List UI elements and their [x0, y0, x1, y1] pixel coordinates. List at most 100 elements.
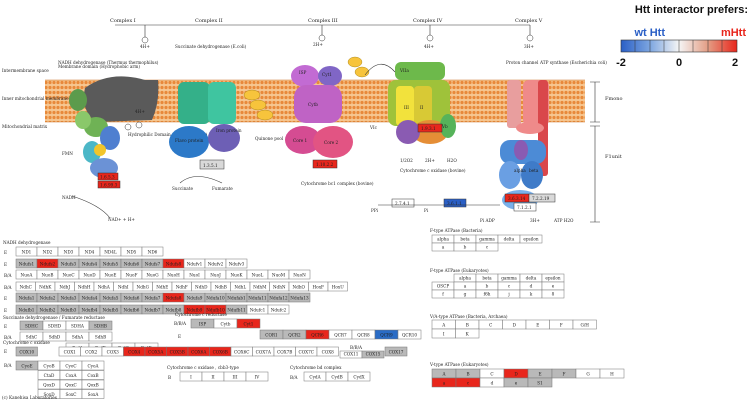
- gene-cell[interactable]: Ndufa5: [99, 292, 122, 303]
- gene-cell[interactable]: Ndufs8: [162, 258, 185, 269]
- gene-cell[interactable]: CyoB: [37, 360, 61, 371]
- gene-cell[interactable]: NdhK: [35, 281, 56, 292]
- gene-cell[interactable]: c: [475, 242, 499, 252]
- gene-cell[interactable]: Ndufc2: [267, 304, 290, 315]
- gene-cell[interactable]: CydB: [325, 371, 349, 382]
- gene-cell[interactable]: NdhC: [15, 281, 36, 292]
- gene-cell[interactable]: beta: [453, 234, 477, 244]
- gene-cell[interactable]: alpha: [431, 234, 455, 244]
- gene-cell[interactable]: Ndufb1: [15, 304, 38, 315]
- gene-cell[interactable]: Ndufa8: [162, 292, 185, 303]
- gene-cell[interactable]: c: [455, 377, 481, 388]
- gene-cell[interactable]: COX7A: [252, 346, 275, 357]
- gene-cell[interactable]: SDHC: [19, 320, 44, 331]
- gene-cell[interactable]: Ndufv3: [225, 258, 248, 269]
- gene-cell[interactable]: ND4L: [99, 246, 122, 257]
- gene-cell[interactable]: NdhF: [171, 281, 192, 292]
- gene-cell[interactable]: SdhB: [88, 331, 113, 342]
- gene-cell[interactable]: beta: [475, 273, 499, 283]
- gene-cell[interactable]: CoxB: [81, 370, 105, 380]
- gene-cell[interactable]: Ndufb4: [78, 304, 101, 315]
- gene-cell[interactable]: QoxD: [37, 379, 61, 390]
- gene-cell[interactable]: e: [503, 377, 529, 388]
- gene-cell[interactable]: COX7C: [295, 346, 318, 357]
- gene-cell[interactable]: Ndufb6: [120, 304, 143, 315]
- gene-cell[interactable]: NuoC: [57, 269, 80, 280]
- gene-cell[interactable]: Ndufb5: [99, 304, 122, 315]
- gene-cell[interactable]: gamma: [497, 273, 521, 283]
- gene-cell[interactable]: Ndufa10: [204, 292, 227, 303]
- gene-cell[interactable]: NdhJ: [54, 281, 75, 292]
- gene-cell[interactable]: alpha: [453, 273, 477, 283]
- gene-cell[interactable]: Ndufs6: [120, 258, 143, 269]
- gene-cell[interactable]: f6h: [475, 289, 499, 299]
- gene-cell[interactable]: NdhO: [288, 281, 309, 292]
- gene-cell[interactable]: F: [551, 368, 577, 379]
- gene-cell[interactable]: Ndufa3: [57, 292, 80, 303]
- gene-cell[interactable]: COX5B: [166, 346, 189, 357]
- gene-cell[interactable]: D: [502, 319, 527, 330]
- gene-cell[interactable]: SDHA: [65, 320, 90, 331]
- gene-cell[interactable]: 8: [541, 289, 565, 299]
- gene-cell[interactable]: OSCP: [431, 281, 455, 291]
- gene-cell[interactable]: a: [431, 242, 455, 252]
- gene-cell[interactable]: COX2: [80, 346, 103, 357]
- gene-cell[interactable]: NuoL: [246, 269, 269, 280]
- gene-cell[interactable]: NuoG: [141, 269, 164, 280]
- gene-cell[interactable]: D: [503, 368, 529, 379]
- gene-cell[interactable]: QCR2: [282, 329, 307, 340]
- gene-cell[interactable]: ND3: [57, 246, 80, 257]
- gene-cell[interactable]: Ndufs3: [57, 258, 80, 269]
- gene-cell[interactable]: COX15: [361, 350, 385, 359]
- gene-cell[interactable]: Ndufb11: [225, 304, 248, 315]
- gene-cell[interactable]: NdhD: [191, 281, 212, 292]
- gene-cell[interactable]: CtaD: [37, 370, 61, 380]
- gene-cell[interactable]: NuoF: [120, 269, 143, 280]
- gene-cell[interactable]: IV: [245, 371, 269, 382]
- gene-cell[interactable]: COX6C: [230, 346, 253, 357]
- gene-cell[interactable]: E: [525, 319, 550, 330]
- gene-cell[interactable]: ND5: [120, 246, 143, 257]
- gene-cell[interactable]: COX3: [101, 346, 124, 357]
- gene-cell[interactable]: Ndufa12: [267, 292, 290, 303]
- gene-cell[interactable]: Ndufc1: [246, 304, 269, 315]
- gene-cell[interactable]: NdhB: [210, 281, 231, 292]
- gene-cell[interactable]: SoxA: [81, 389, 105, 399]
- gene-cell[interactable]: Ndufs2: [36, 258, 59, 269]
- gene-cell[interactable]: g: [453, 289, 477, 299]
- gene-cell[interactable]: SdhA: [65, 331, 90, 342]
- gene-cell[interactable]: Ndufa7: [141, 292, 164, 303]
- gene-cell[interactable]: Ndufv2: [204, 258, 227, 269]
- gene-cell[interactable]: B: [455, 319, 480, 330]
- gene-cell[interactable]: H: [599, 368, 625, 379]
- gene-cell[interactable]: HoxU: [327, 281, 348, 292]
- gene-cell[interactable]: CyoE: [15, 360, 39, 371]
- gene-cell[interactable]: COX7B: [273, 346, 296, 357]
- gene-cell[interactable]: e: [541, 281, 565, 291]
- gene-cell[interactable]: ND6: [141, 246, 164, 257]
- gene-cell[interactable]: QCR9: [374, 329, 399, 340]
- gene-cell[interactable]: f: [431, 289, 455, 299]
- gene-cell[interactable]: NdhN: [269, 281, 290, 292]
- gene-cell[interactable]: k: [519, 289, 543, 299]
- gene-cell[interactable]: ND2: [36, 246, 59, 257]
- gene-cell[interactable]: COX5A: [144, 346, 167, 357]
- gene-cell[interactable]: Ndufa13: [288, 292, 311, 303]
- gene-cell[interactable]: Ndufs1: [15, 258, 38, 269]
- gene-cell[interactable]: delta: [519, 273, 543, 283]
- gene-cell[interactable]: NdhI: [113, 281, 134, 292]
- gene-cell[interactable]: Ndufb2: [36, 304, 59, 315]
- gene-cell[interactable]: QoxC: [59, 379, 83, 390]
- gene-cell[interactable]: II: [201, 371, 225, 382]
- gene-cell[interactable]: QCR7: [328, 329, 353, 340]
- gene-cell[interactable]: SDHD: [42, 320, 67, 331]
- gene-cell[interactable]: NdhH: [74, 281, 95, 292]
- gene-cell[interactable]: F: [549, 319, 574, 330]
- gene-cell[interactable]: QCR8: [351, 329, 376, 340]
- gene-cell[interactable]: NdhE: [152, 281, 173, 292]
- gene-cell[interactable]: COX11: [339, 350, 363, 359]
- gene-cell[interactable]: C: [478, 319, 503, 330]
- gene-cell[interactable]: QCR6: [305, 329, 330, 340]
- gene-cell[interactable]: QCR10: [397, 329, 422, 340]
- gene-cell[interactable]: Ndufa9: [183, 292, 206, 303]
